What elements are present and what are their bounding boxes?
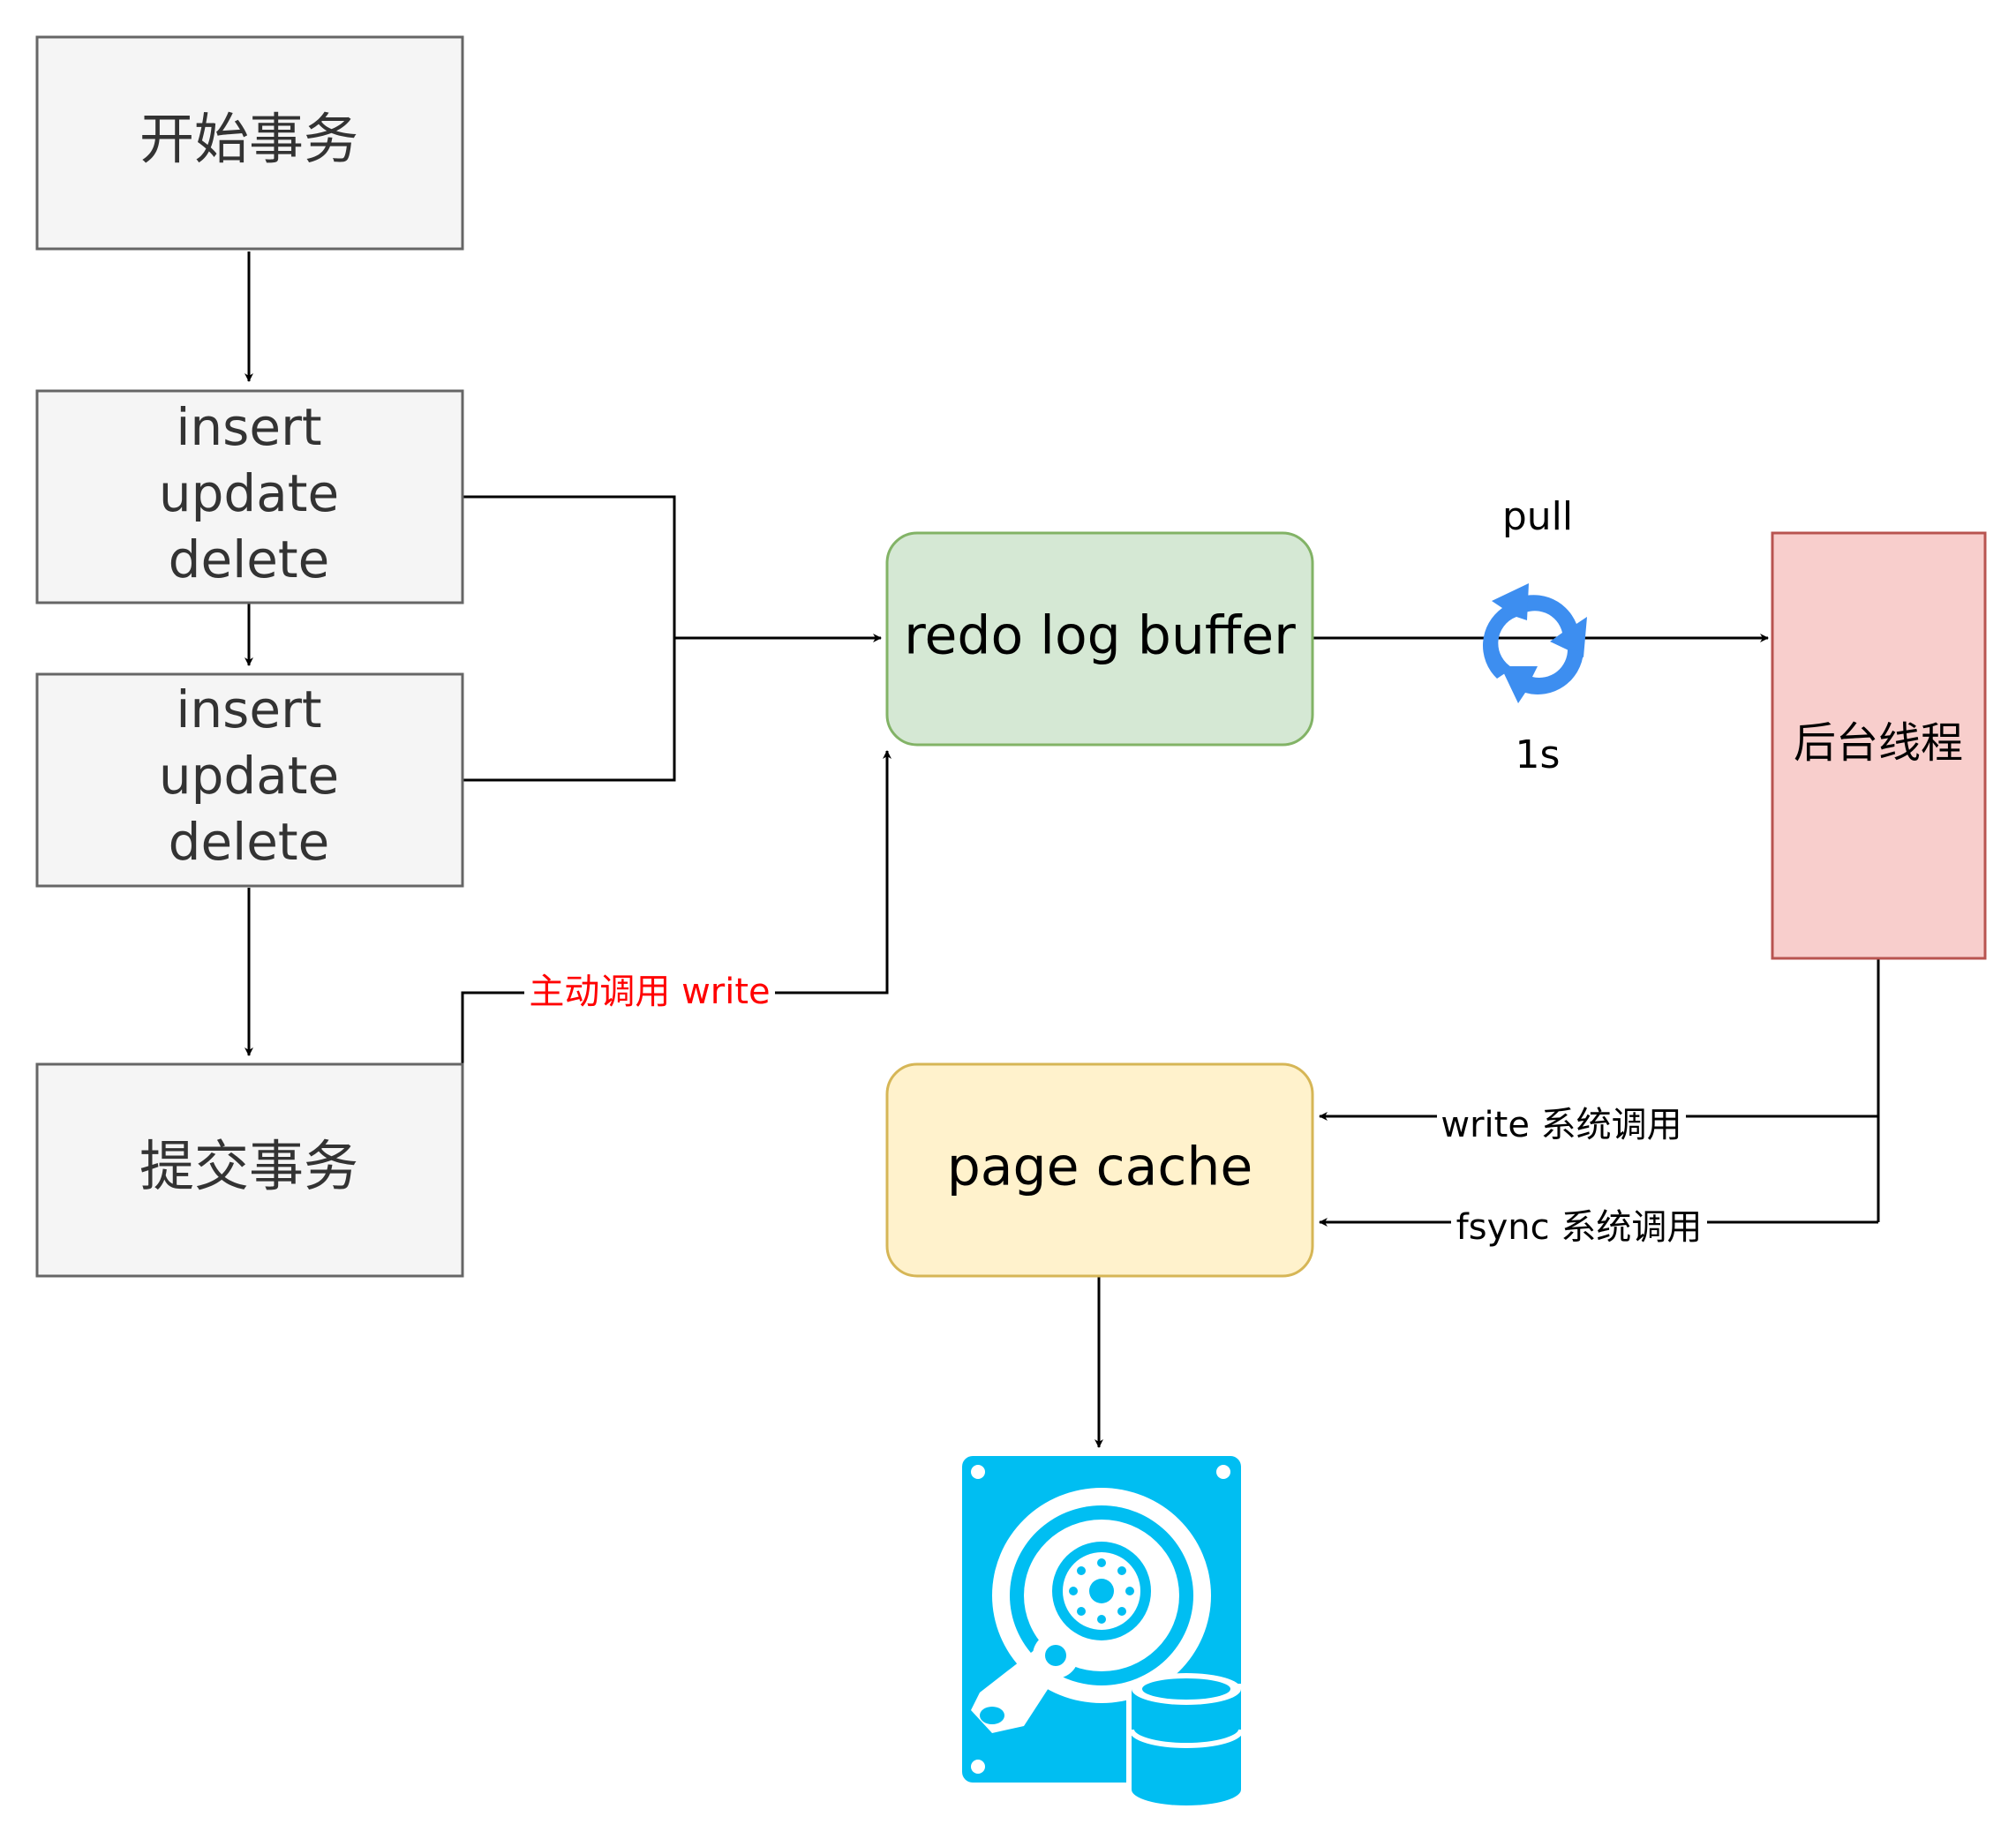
- page-cache-label: page cache: [947, 1137, 1253, 1198]
- node-page-cache: page cache: [885, 1062, 1314, 1278]
- commit-txn-label: 提交事务: [139, 1134, 358, 1198]
- dml-1-line-update: update: [159, 463, 339, 523]
- fsync-syscall-text: fsync 系统调用: [1456, 1207, 1703, 1248]
- interval-label: 1s: [1516, 732, 1561, 777]
- edge-dml1-bracket: [463, 495, 676, 782]
- label-fsync-syscall: fsync 系统调用: [1451, 1207, 1707, 1248]
- background-thread-label: 后台线程: [1794, 718, 1963, 768]
- node-begin-txn: 开始事务: [35, 35, 464, 251]
- label-active-write: 主动调用 write: [524, 972, 775, 1014]
- write-syscall-text: write 系统调用: [1441, 1105, 1681, 1145]
- node-redo-log-buffer: redo log buffer: [885, 531, 1314, 747]
- dml-1-line-delete: delete: [169, 529, 330, 589]
- dml-2-line-insert: insert: [176, 679, 321, 739]
- hard-disk-icon: [962, 1456, 1244, 1807]
- node-background-thread: 后台线程: [1771, 531, 1987, 960]
- dml-2-line-update: update: [159, 746, 339, 806]
- node-dml-2: insert update delete: [35, 672, 464, 888]
- node-dml-1: insert update delete: [35, 389, 464, 604]
- pull-label: pull: [1502, 494, 1573, 539]
- dml-2-line-delete: delete: [169, 812, 330, 872]
- label-write-syscall: write 系统调用: [1437, 1105, 1686, 1145]
- node-commit-txn: 提交事务: [35, 1062, 464, 1278]
- begin-txn-label: 开始事务: [139, 107, 358, 171]
- redo-log-buffer-label: redo log buffer: [904, 605, 1296, 667]
- edge-commit-to-redo: [461, 750, 891, 1064]
- dml-1-line-insert: insert: [176, 397, 321, 457]
- active-write-text: 主动调用 write: [529, 972, 770, 1012]
- refresh-cycle-icon: [1482, 583, 1587, 703]
